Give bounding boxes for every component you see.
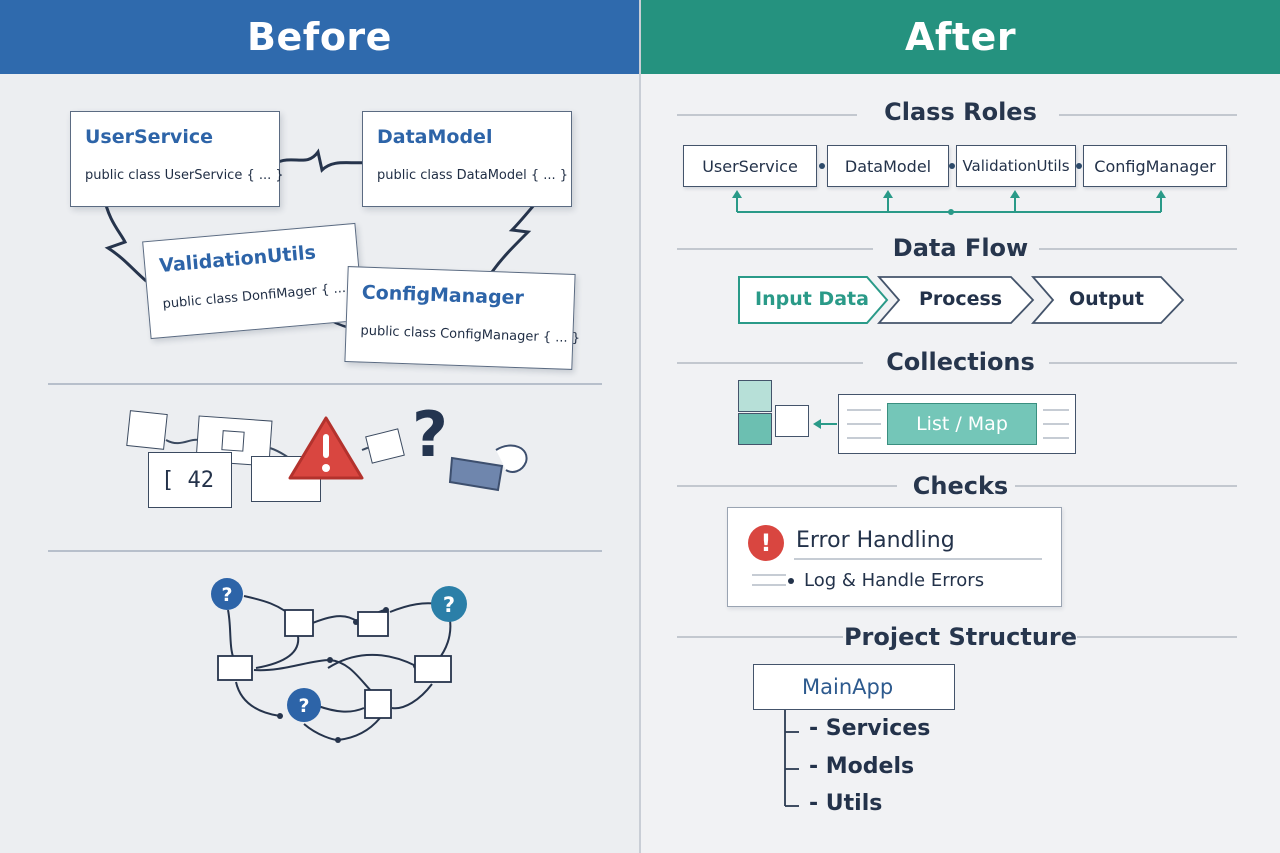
section-line bbox=[1049, 362, 1237, 364]
section-title-collections: Collections bbox=[886, 348, 1035, 376]
after-header: After bbox=[641, 0, 1280, 74]
card-code: public class DataModel { ... } bbox=[377, 168, 569, 183]
data-flow-chevrons bbox=[738, 276, 1185, 324]
flow-process: Process bbox=[919, 288, 1003, 310]
collection-container: List / Map bbox=[838, 394, 1076, 454]
panel-divider bbox=[639, 0, 641, 853]
section-line bbox=[677, 114, 857, 116]
folder-icon bbox=[448, 444, 528, 492]
section-line bbox=[1015, 485, 1237, 487]
question-mark-icon: ? bbox=[412, 398, 448, 471]
tree-item-models: - Models bbox=[809, 754, 915, 779]
flow-input-data: Input Data bbox=[755, 288, 869, 310]
role-validation-utils: ValidationUtils bbox=[956, 145, 1076, 187]
card-user-service: UserService public class UserService { .… bbox=[70, 111, 284, 207]
warning-icon bbox=[288, 416, 364, 480]
section-title-project-structure: Project Structure bbox=[843, 623, 1078, 651]
tree-lines bbox=[784, 685, 799, 807]
after-panel: After Class Roles UserService DataModel … bbox=[641, 0, 1280, 853]
card-code: public class UserService { ... } bbox=[85, 168, 284, 183]
collection-square bbox=[738, 413, 772, 445]
role-user-service: UserService bbox=[683, 145, 817, 187]
role-config-manager: ConfigManager bbox=[1083, 145, 1227, 187]
before-header: Before bbox=[0, 0, 639, 74]
card-title: DataModel bbox=[377, 126, 493, 148]
tangled-graph: ? ? ? bbox=[211, 578, 467, 743]
tree-item-utils: - Utils bbox=[809, 791, 883, 816]
card-title: UserService bbox=[85, 126, 213, 148]
section-line bbox=[677, 485, 897, 487]
before-separator-1 bbox=[48, 383, 602, 385]
tree-item-services: - Services bbox=[809, 716, 931, 741]
collection-square bbox=[738, 380, 772, 412]
section-line bbox=[1077, 636, 1237, 638]
error-handling-title: Error Handling bbox=[796, 528, 955, 553]
collections-arrow bbox=[813, 419, 837, 429]
error-handling-card: ! Error Handling Log & Handle Errors bbox=[727, 507, 1062, 607]
question-mark-icon: ? bbox=[298, 695, 309, 717]
tree-root-mainapp: MainApp bbox=[753, 664, 955, 710]
flow-output: Output bbox=[1069, 288, 1144, 310]
question-mark-icon: ? bbox=[443, 593, 455, 617]
section-line bbox=[1039, 248, 1237, 250]
section-line bbox=[677, 636, 843, 638]
section-line bbox=[677, 248, 873, 250]
role-data-model: DataModel bbox=[827, 145, 949, 187]
tree-root-label: MainApp bbox=[802, 675, 894, 699]
after-title: After bbox=[904, 15, 1017, 59]
before-panel: Before UserService public class UserServ… bbox=[0, 0, 639, 853]
section-title-class-roles: Class Roles bbox=[884, 98, 1037, 126]
before-title: Before bbox=[247, 15, 392, 59]
error-alert-icon: ! bbox=[748, 525, 784, 561]
card-data-model: DataModel public class DataModel { ... } bbox=[362, 111, 572, 207]
list-map-label: List / Map bbox=[887, 403, 1037, 445]
section-title-data-flow: Data Flow bbox=[892, 234, 1029, 262]
section-title-checks: Checks bbox=[912, 472, 1009, 500]
section-line bbox=[677, 362, 863, 364]
value-box: [ 42 bbox=[148, 452, 232, 508]
question-mark-icon: ? bbox=[221, 584, 232, 606]
before-separator-2 bbox=[48, 550, 602, 552]
roles-connector bbox=[732, 163, 1166, 215]
error-handling-item: Log & Handle Errors bbox=[804, 570, 985, 591]
collection-square bbox=[775, 405, 809, 437]
section-line bbox=[1059, 114, 1237, 116]
